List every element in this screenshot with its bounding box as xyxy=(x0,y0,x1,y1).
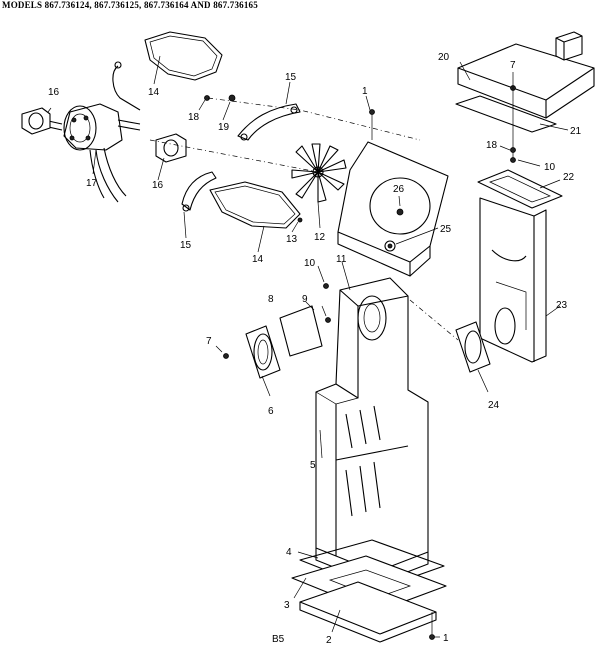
callout-10-right: 10 xyxy=(544,162,556,173)
motor-assembly xyxy=(43,61,141,203)
collar-gasket xyxy=(279,305,323,357)
callout-7-left: 7 xyxy=(206,336,212,347)
screw-10-left xyxy=(323,283,329,289)
callout-8: 8 xyxy=(268,294,274,305)
callout-4: 4 xyxy=(286,547,292,558)
callout-15-top: 15 xyxy=(285,72,297,83)
callout-12: 12 xyxy=(314,232,326,243)
callout-5: 5 xyxy=(310,460,316,471)
leader-lines xyxy=(47,55,569,638)
fan-housing-plate xyxy=(337,141,449,277)
motor-mount-mid xyxy=(155,133,187,163)
washer-19 xyxy=(228,94,236,102)
callout-11: 11 xyxy=(336,254,347,265)
callout-6: 6 xyxy=(268,406,274,417)
base-pan xyxy=(299,581,437,643)
callout-16-mid: 16 xyxy=(152,180,164,191)
flue-collar xyxy=(245,325,281,379)
callout-18-right: 18 xyxy=(486,140,498,151)
callout-24: 24 xyxy=(488,400,500,411)
callout-2: 2 xyxy=(326,635,332,646)
callout-15-bottom: 15 xyxy=(180,240,192,251)
callout-26: 26 xyxy=(393,184,405,195)
callout-1-bottom: 1 xyxy=(443,633,449,644)
screw-1-bottom xyxy=(429,634,435,640)
callout-19: 19 xyxy=(218,122,230,133)
diagram-title: MODELS 867.736124, 867.736125, 867.73616… xyxy=(2,0,258,10)
exhaust-duct xyxy=(479,197,547,363)
callout-14-top: 14 xyxy=(148,87,160,98)
duct-gasket xyxy=(477,169,563,209)
gasket-bottom xyxy=(209,181,301,229)
page-code: B5 xyxy=(272,634,285,645)
callout-20: 20 xyxy=(438,52,450,63)
fan-blade xyxy=(291,143,347,203)
callout-21: 21 xyxy=(570,126,582,137)
callout-25: 25 xyxy=(440,224,452,235)
top-gasket xyxy=(455,95,557,133)
motor-mount-left xyxy=(21,107,51,135)
callout-22: 22 xyxy=(563,172,575,183)
duct-outlet-gasket xyxy=(455,321,491,373)
fan-nut xyxy=(297,217,303,223)
top-cover xyxy=(457,31,595,119)
callout-16-left: 16 xyxy=(48,87,60,98)
callout-13: 13 xyxy=(286,234,298,245)
callout-18-left: 18 xyxy=(188,112,200,123)
screw-10-right xyxy=(510,157,516,163)
callout-7-right: 7 xyxy=(510,60,516,71)
screw-7-left xyxy=(223,353,229,359)
callout-3: 3 xyxy=(284,600,290,611)
screw-1-top xyxy=(369,109,375,115)
callout-17: 17 xyxy=(86,178,98,189)
bracket-top xyxy=(237,103,301,141)
screw-18-right xyxy=(510,147,516,153)
screw-9 xyxy=(325,317,331,323)
bracket-bottom xyxy=(181,171,217,212)
heat-exchanger xyxy=(315,277,429,585)
callout-1-top: 1 xyxy=(362,86,368,97)
callout-14-bottom: 14 xyxy=(252,254,264,265)
callout-labels: 14 16 17 16 18 19 15 15 14 13 12 1 26 25… xyxy=(48,52,582,646)
callout-9: 9 xyxy=(302,294,308,305)
callout-23: 23 xyxy=(556,300,568,311)
callout-10-left: 10 xyxy=(304,258,316,269)
